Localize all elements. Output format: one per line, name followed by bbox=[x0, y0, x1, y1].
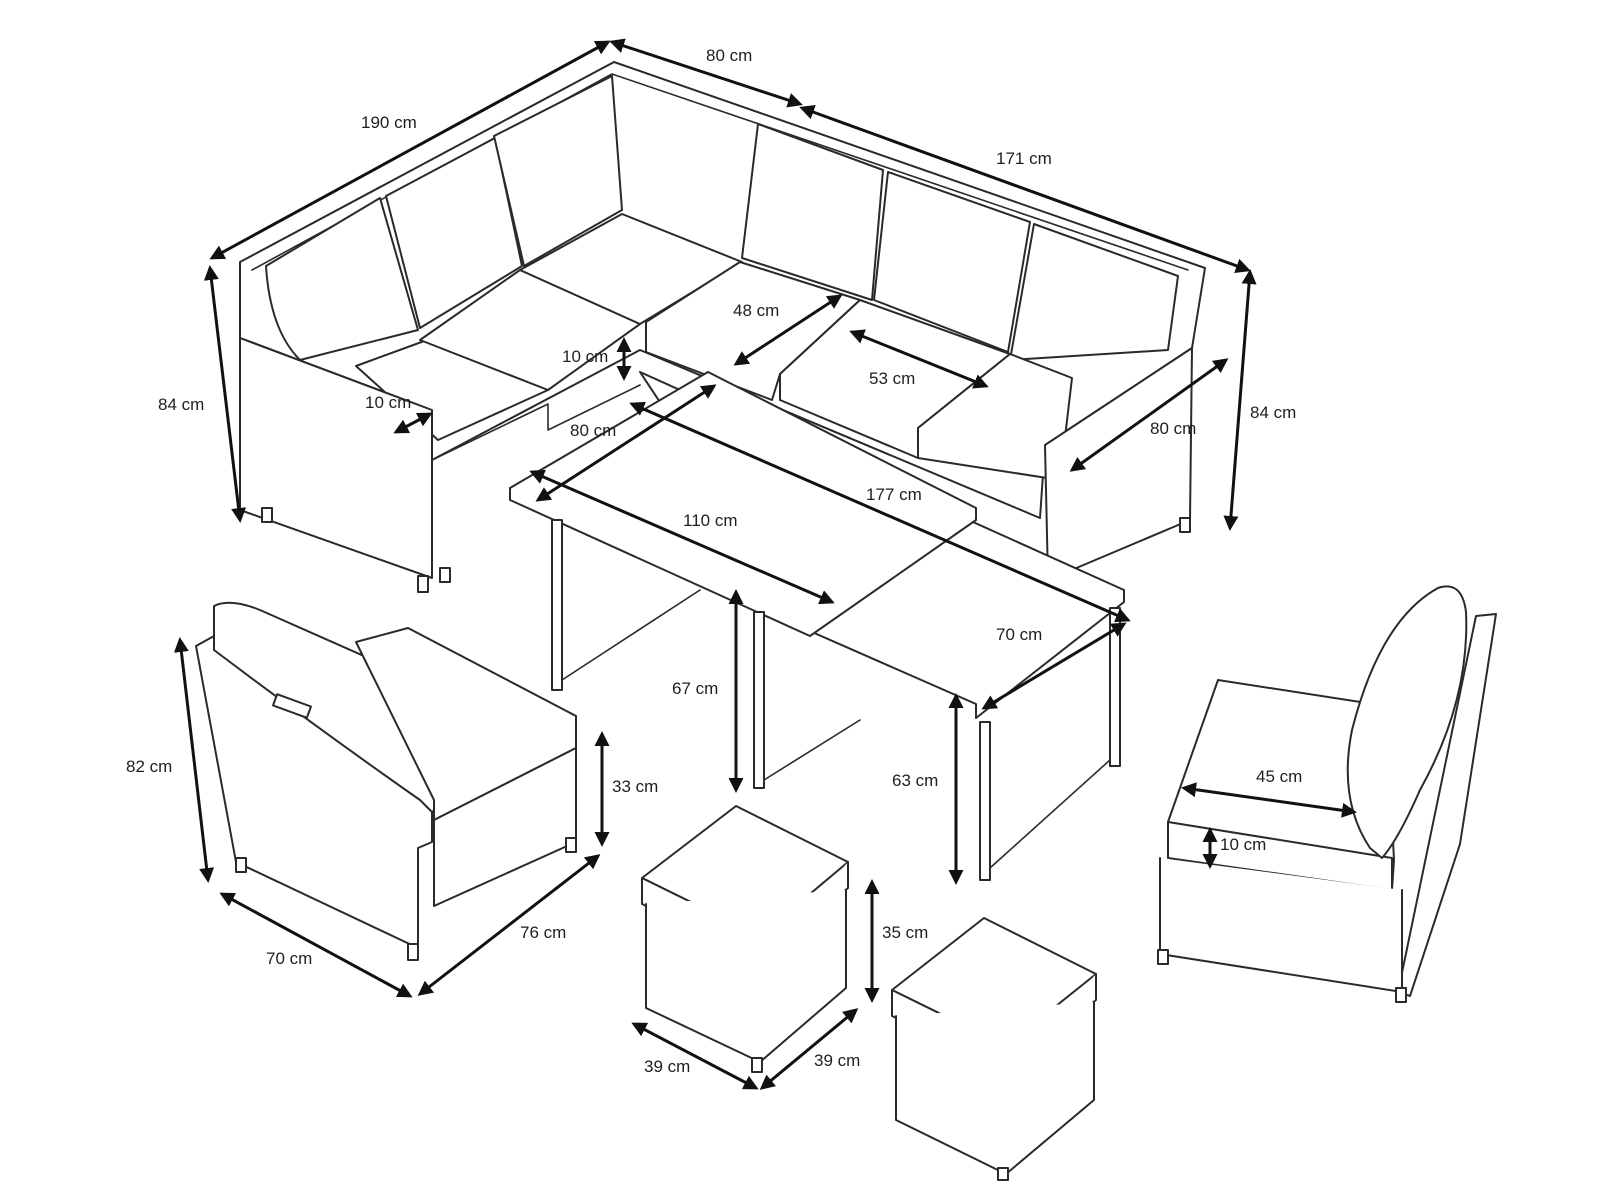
armless-base bbox=[1159, 857, 1403, 993]
table-leg-front-mid bbox=[753, 611, 765, 789]
arrow-84-left bbox=[203, 265, 247, 523]
table-leg-front-right bbox=[979, 721, 991, 881]
arrow-39-left bbox=[631, 1022, 759, 1090]
label-110: 110 cm bbox=[683, 511, 738, 530]
label-48: 48 cm bbox=[733, 301, 779, 320]
arrow-70-table bbox=[981, 622, 1127, 710]
label-190: 190 cm bbox=[361, 113, 417, 132]
arrow-80-top bbox=[609, 38, 803, 108]
label-35: 35 cm bbox=[882, 923, 928, 942]
sofa-leg-3 bbox=[439, 567, 451, 583]
label-63: 63 cm bbox=[892, 771, 938, 790]
label-10-arm: 10 cm bbox=[365, 393, 411, 412]
sofa-leg-2 bbox=[417, 575, 429, 593]
label-67: 67 cm bbox=[672, 679, 718, 698]
label-33: 33 cm bbox=[612, 777, 658, 796]
label-10-cushion: 10 cm bbox=[562, 347, 608, 366]
arrow-10-arm bbox=[393, 412, 433, 434]
stool-1 bbox=[641, 805, 849, 1073]
arrow-84-right bbox=[1223, 269, 1257, 531]
arrow-171 bbox=[799, 105, 1251, 273]
label-171: 171 cm bbox=[996, 149, 1052, 168]
label-80-table: 80 cm bbox=[570, 421, 616, 440]
arrow-76 bbox=[417, 854, 601, 996]
label-70-table: 70 cm bbox=[996, 625, 1042, 644]
stool-2-leg bbox=[997, 1167, 1009, 1181]
armless-chair bbox=[1157, 585, 1497, 1003]
arrow-45 bbox=[1181, 782, 1357, 818]
arrow-53 bbox=[849, 329, 989, 389]
label-70-chair: 70 cm bbox=[266, 949, 312, 968]
arrow-177 bbox=[629, 401, 1131, 623]
arrow-39-right bbox=[759, 1008, 859, 1090]
corner-chair bbox=[195, 601, 577, 961]
armless-leg-1 bbox=[1157, 949, 1169, 965]
label-45: 45 cm bbox=[1256, 767, 1302, 786]
dimension-arrows bbox=[173, 38, 1357, 1090]
chair-handle bbox=[272, 693, 312, 719]
label-53: 53 cm bbox=[869, 369, 915, 388]
arrow-190 bbox=[209, 40, 611, 260]
armless-back-cushion bbox=[1346, 585, 1468, 859]
stool-1-leg bbox=[751, 1057, 763, 1073]
label-39-right: 39 cm bbox=[814, 1051, 860, 1070]
chair-leg-3 bbox=[565, 837, 577, 853]
dimension-labels: 190 cm 80 cm 171 cm 84 cm 84 cm 80 cm 48… bbox=[126, 46, 1302, 1076]
label-10-armless: 10 cm bbox=[1220, 835, 1266, 854]
sofa-leg-4 bbox=[1179, 517, 1191, 533]
label-80-top: 80 cm bbox=[706, 46, 752, 65]
label-76: 76 cm bbox=[520, 923, 566, 942]
label-39-left: 39 cm bbox=[644, 1057, 690, 1076]
label-84-left: 84 cm bbox=[158, 395, 204, 414]
arrow-82 bbox=[173, 637, 215, 883]
label-82: 82 cm bbox=[126, 757, 172, 776]
armless-back-frame bbox=[1397, 613, 1497, 997]
chair-leg-1 bbox=[235, 857, 247, 873]
label-177: 177 cm bbox=[866, 485, 922, 504]
stool-2-body bbox=[895, 1001, 1095, 1175]
armless-leg-2 bbox=[1395, 987, 1407, 1003]
stool-2 bbox=[891, 917, 1097, 1181]
label-80-right: 80 cm bbox=[1150, 419, 1196, 438]
sofa-leg-1 bbox=[261, 507, 273, 523]
label-84-right: 84 cm bbox=[1250, 403, 1296, 422]
table-leg-front-left bbox=[551, 519, 563, 691]
chair-leg-2 bbox=[407, 943, 419, 961]
arrow-48 bbox=[733, 294, 843, 366]
stool-1-body bbox=[645, 889, 847, 1063]
arrow-70-chair bbox=[219, 892, 413, 998]
